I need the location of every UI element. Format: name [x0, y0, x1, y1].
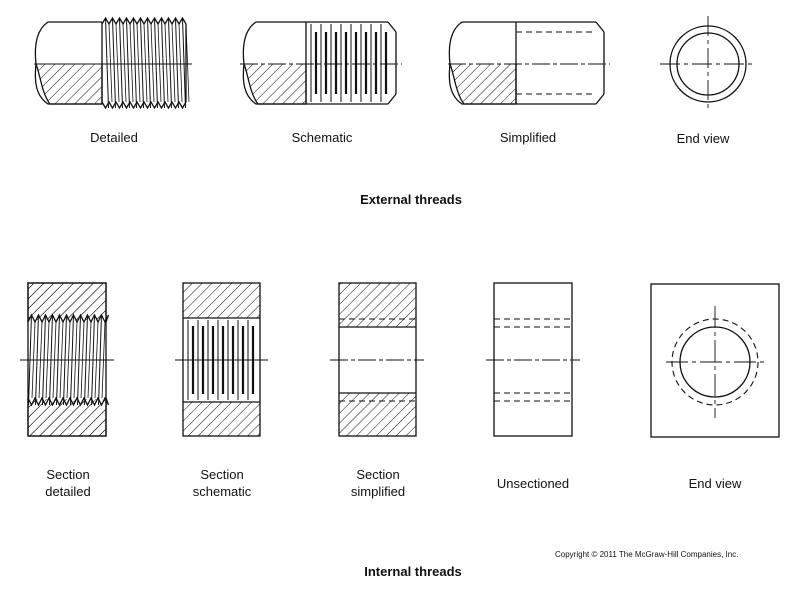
- thread-root-line: [178, 23, 183, 103]
- label-unsectioned: Unsectioned: [496, 476, 570, 491]
- external-threads-caption: External threads: [360, 192, 462, 207]
- label-end-view-internal: End view: [688, 476, 742, 491]
- internal-end-view-figure: [650, 283, 780, 438]
- thread-crest-line: [119, 17, 123, 109]
- thread-crest-line: [140, 17, 144, 109]
- external-simplified-figure: [448, 21, 605, 105]
- thread-root-line: [115, 23, 120, 103]
- thread-root-line: [143, 23, 148, 103]
- label-section-schematic-line2: schematic: [192, 484, 252, 499]
- label-simplified: Simplified: [499, 130, 557, 145]
- label-end-view-external: End view: [676, 131, 730, 146]
- thread-root-line: [157, 23, 162, 103]
- thread-crest-line: [112, 17, 116, 109]
- label-section-detailed-line2: detailed: [45, 484, 91, 499]
- copyright-notice: Copyright © 2011 The McGraw-Hill Compani…: [555, 550, 739, 559]
- thread-crest-line: [133, 17, 137, 109]
- internal-section-detailed-figure: [20, 282, 114, 437]
- thread-crest-line: [126, 17, 130, 109]
- thread-root-line: [136, 23, 141, 103]
- external-end-view-figure: [660, 16, 756, 112]
- label-section-simplified-line1: Section: [356, 467, 400, 482]
- thread-crest-line: [154, 17, 158, 109]
- thread-crest-line: [182, 17, 186, 109]
- thread-root-line: [122, 23, 127, 103]
- external-schematic-figure: [242, 21, 397, 105]
- label-detailed: Detailed: [90, 130, 138, 145]
- label-section-simplified-line2: simplified: [350, 484, 406, 499]
- external-detailed-figure: [34, 16, 190, 110]
- internal-threads-caption: Internal threads: [364, 564, 462, 579]
- thread-root-line: [150, 23, 155, 103]
- label-schematic: Schematic: [291, 130, 353, 145]
- internal-unsectioned-figure: [486, 282, 580, 437]
- internal-section-schematic-figure: [175, 282, 268, 437]
- label-section-schematic: Section schematic: [172, 466, 272, 500]
- label-section-detailed-line1: Section: [46, 467, 90, 482]
- thread-crest-line: [105, 17, 109, 109]
- label-section-detailed: Section detailed: [18, 466, 118, 500]
- thread-crest-line: [175, 17, 179, 109]
- label-section-simplified: Section simplified: [328, 466, 428, 500]
- thread-root-line: [108, 23, 113, 103]
- label-section-schematic-line1: Section: [200, 467, 244, 482]
- internal-section-simplified-figure: [330, 282, 424, 437]
- thread-root-line: [171, 23, 176, 103]
- thread-crest-line: [161, 17, 165, 109]
- thread-root-line: [164, 23, 169, 103]
- thread-crest-line: [168, 17, 172, 109]
- thread-root-line: [129, 23, 134, 103]
- thread-crest-line: [147, 17, 151, 109]
